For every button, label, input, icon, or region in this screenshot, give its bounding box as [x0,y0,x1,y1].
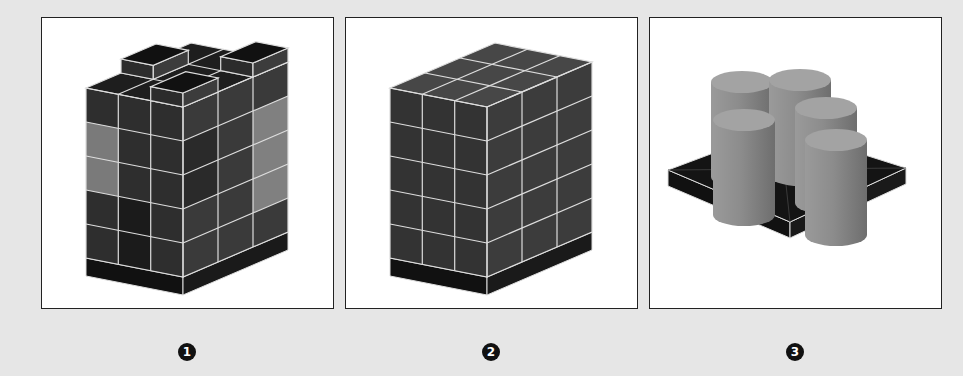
callout-number: 1 [178,343,196,361]
panel [42,18,334,309]
panel [650,18,942,309]
cylinder [713,109,775,226]
cylinder-load [668,69,906,246]
panel [346,18,638,309]
cylinder [805,129,867,246]
cylinder-body [805,140,867,246]
cylinder-top [713,109,775,131]
cylinder-top [805,129,867,151]
cylinder-top [795,97,857,119]
cylinder-body [713,120,775,226]
box-stack [86,42,288,295]
callout-number: 3 [786,343,804,361]
wrapped-load [390,43,592,295]
callout-number: 2 [482,343,500,361]
cylinder-top [769,69,831,91]
cylinder-top [711,71,773,93]
